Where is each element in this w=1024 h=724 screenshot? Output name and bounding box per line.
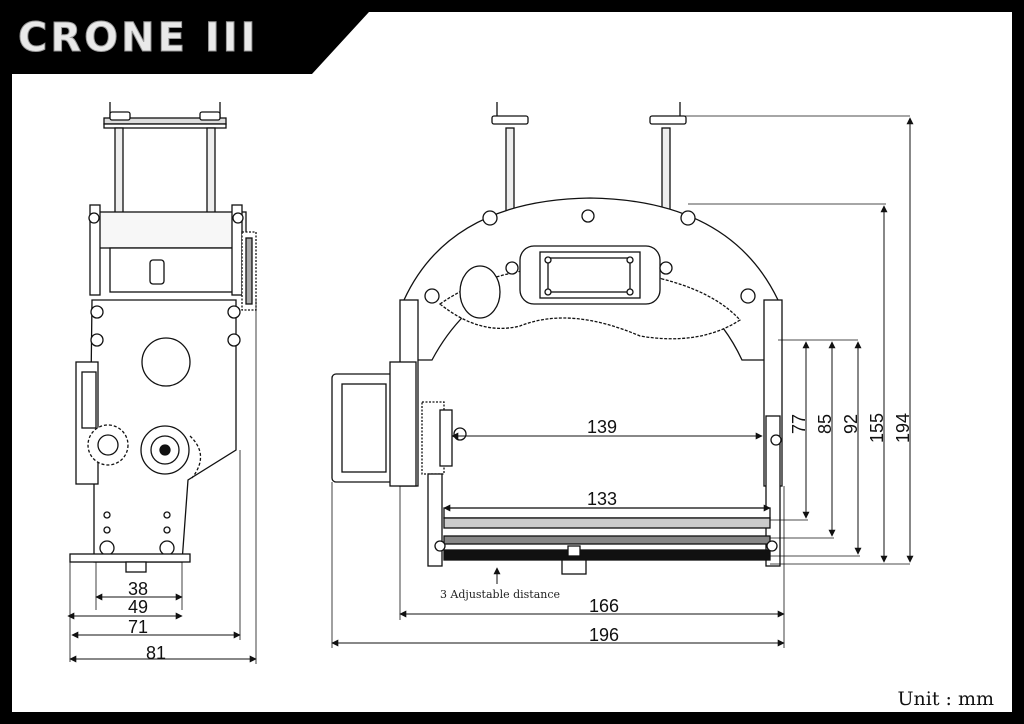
title-banner — [0, 0, 380, 74]
dim-side-81: 81 — [146, 643, 166, 663]
dim-height-155: 155 — [867, 413, 887, 443]
gear-icon — [421, 401, 467, 475]
dim-side-71: 71 — [128, 617, 148, 637]
side-extension-lines — [69, 300, 257, 664]
dim-side-49: 49 — [128, 597, 148, 617]
dim-front-139: 139 — [587, 417, 617, 437]
dim-front-166: 166 — [589, 596, 619, 616]
dim-height-194: 194 — [893, 413, 913, 443]
side-view — [69, 102, 257, 664]
dim-height-77: 77 — [789, 414, 809, 434]
servo-motor-icon — [75, 361, 99, 485]
unit-label: Unit : mm — [897, 688, 994, 710]
bearing-hole — [141, 337, 191, 387]
gear-icon — [241, 231, 257, 311]
gear-icon — [87, 424, 202, 479]
control-housing — [519, 245, 661, 305]
adjustable-distance-note: 3 Adjustable distance — [440, 588, 560, 601]
dim-front-196: 196 — [589, 625, 619, 645]
top-posts — [491, 102, 687, 223]
front-view — [331, 102, 910, 648]
side-dimension-lines — [67, 593, 257, 663]
dim-side-38: 38 — [128, 579, 148, 599]
dim-height-85: 85 — [815, 414, 835, 434]
camera-plate-icon — [434, 507, 778, 575]
front-dimension-lines — [331, 117, 914, 647]
brand-logo: CRONE III — [18, 15, 259, 62]
servo-motor-icon — [331, 361, 417, 487]
bolt-heads — [88, 212, 244, 556]
front-extension-lines — [331, 115, 910, 648]
side-base-plate — [69, 553, 191, 573]
dim-front-133: 133 — [587, 489, 617, 509]
upper-bracket — [89, 204, 247, 296]
bolt-heads — [405, 209, 777, 343]
left-lower-arm — [427, 473, 443, 567]
dim-height-92: 92 — [841, 414, 861, 434]
